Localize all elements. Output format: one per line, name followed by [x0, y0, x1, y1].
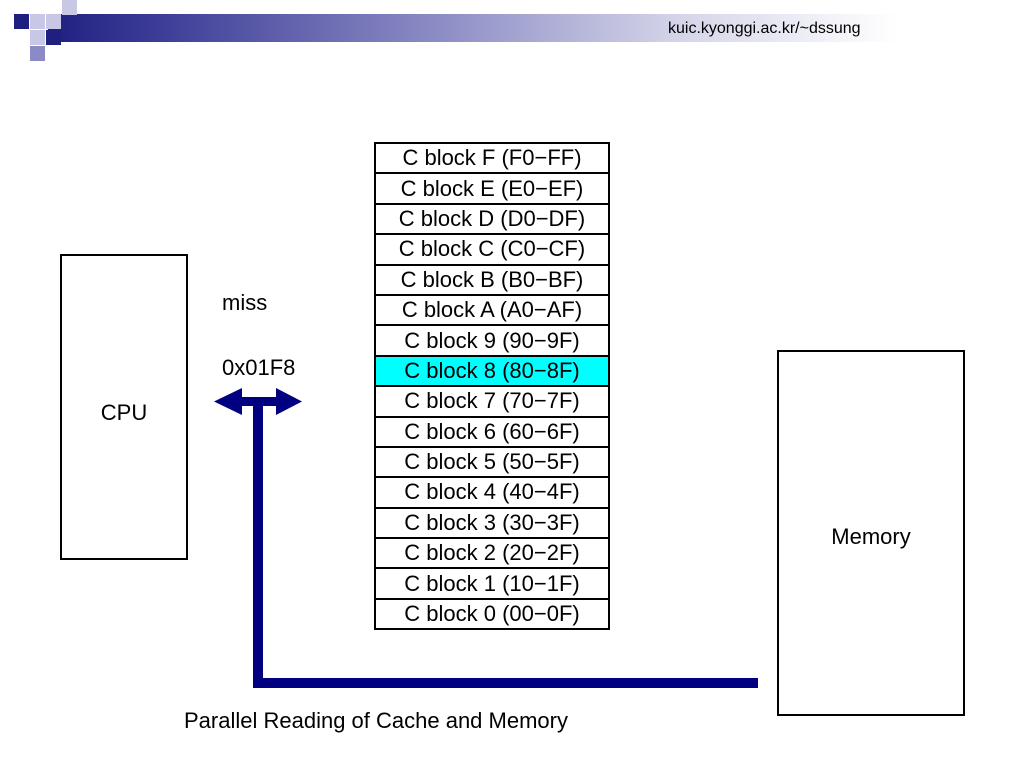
header-deco-square	[30, 30, 45, 45]
cache-block: C block 2 (20−2F)	[374, 537, 610, 570]
header-deco-square	[30, 46, 45, 61]
address-label: 0x01F8	[222, 355, 296, 380]
miss-label: miss	[222, 290, 268, 315]
bidirectional-arrow	[214, 388, 302, 415]
cache-block: C block C (C0−CF)	[374, 233, 610, 266]
site-url: kuic.kyonggi.ac.kr/~dssung	[668, 20, 861, 37]
memory-box: Memory	[777, 350, 965, 716]
header-gradient-bar	[48, 14, 898, 42]
cache-block: C block 5 (50−5F)	[374, 445, 610, 479]
cache-block-highlighted: C block 8 (80−8F)	[374, 354, 610, 388]
cache-block: C block 0 (00−0F)	[374, 597, 610, 631]
cache-block: C block 7 (70−7F)	[374, 385, 610, 418]
header-deco-square	[14, 14, 29, 29]
cache-block: C block 4 (40−4F)	[374, 476, 610, 509]
cache-block: C block 3 (30−3F)	[374, 506, 610, 540]
header-deco-square	[62, 0, 77, 15]
cache-block: C block B (B0−BF)	[374, 263, 610, 296]
cache-block: C block 9 (90−9F)	[374, 324, 610, 357]
cache-block: C block D (D0−DF)	[374, 202, 610, 236]
cpu-box: CPU	[60, 254, 188, 560]
cache-block: C block E (E0−EF)	[374, 172, 610, 205]
header-deco-square	[46, 14, 61, 29]
diagram-caption: Parallel Reading of Cache and Memory	[184, 708, 568, 733]
cache-block: C block 6 (60−6F)	[374, 415, 610, 448]
memory-label: Memory	[831, 524, 911, 549]
cache-block: C block 1 (10−1F)	[374, 567, 610, 600]
header-deco-square	[30, 14, 45, 29]
cache-block-stack: C block F (F0−FF)C block E (E0−EF)C bloc…	[374, 142, 610, 631]
cache-block: C block A (A0−AF)	[374, 293, 610, 327]
header-deco-square	[46, 30, 61, 45]
cpu-label: CPU	[100, 400, 148, 425]
cache-block: C block F (F0−FF)	[374, 142, 610, 175]
